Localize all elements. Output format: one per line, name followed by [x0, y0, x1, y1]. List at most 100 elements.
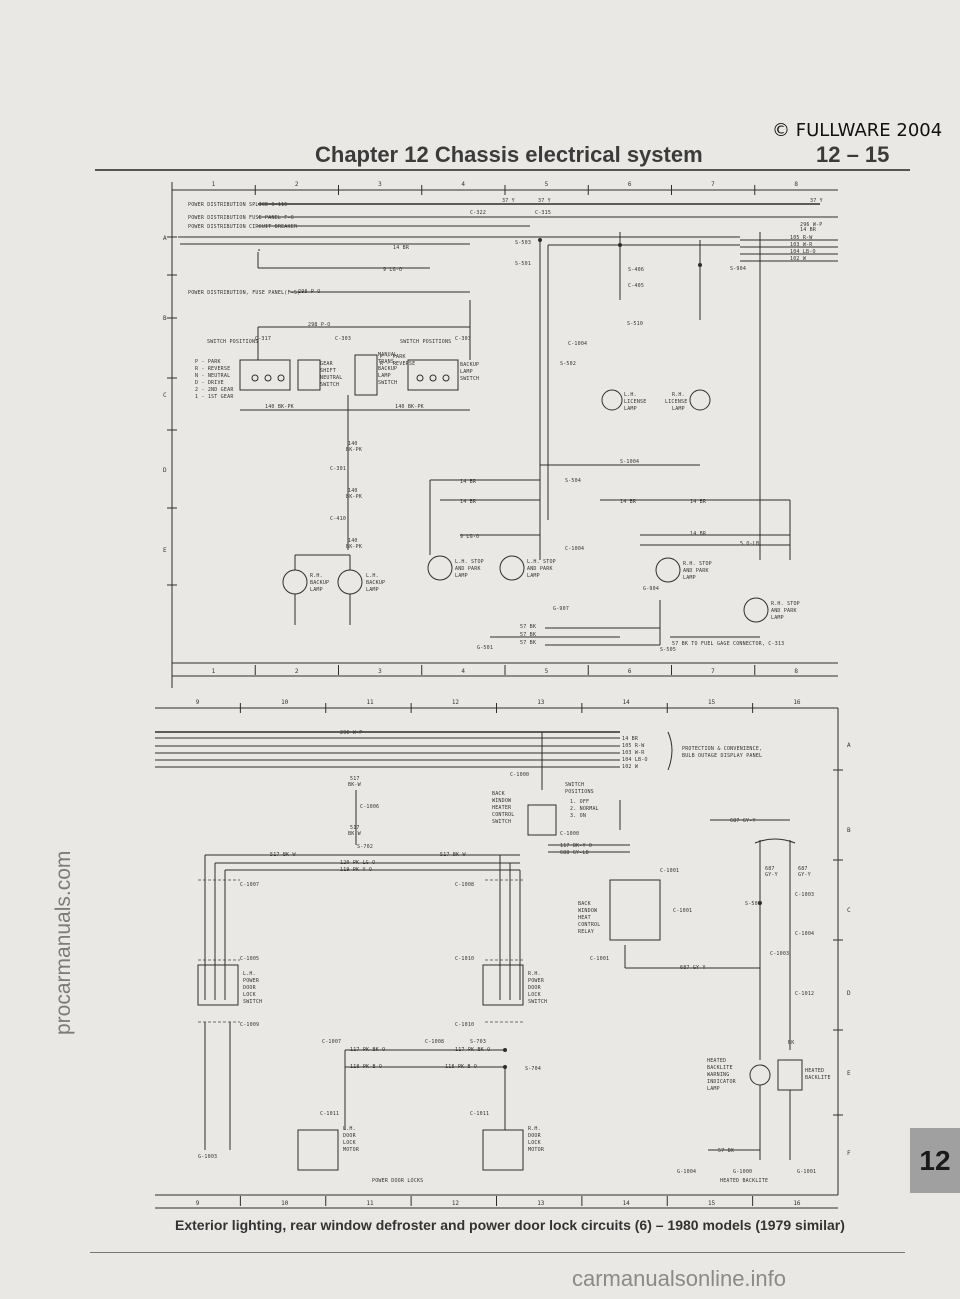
svg-text:BACK: BACK [578, 901, 591, 907]
svg-text:R.H.: R.H. [672, 392, 685, 398]
svg-text:P - PARK: P - PARK [380, 354, 406, 360]
svg-text:C-405: C-405 [628, 283, 644, 289]
svg-text:R - REVERSE: R - REVERSE [380, 361, 415, 367]
svg-text:AND PARK: AND PARK [455, 566, 481, 572]
svg-text:687 GY-Y: 687 GY-Y [680, 965, 706, 971]
svg-text:L.H.: L.H. [624, 392, 637, 398]
svg-text:LAMP: LAMP [366, 587, 379, 593]
svg-text:2 - 2ND GEAR: 2 - 2ND GEAR [195, 387, 234, 393]
source-label-1: POWER DISTRIBUTION SPLICE S-115 [188, 202, 288, 208]
footer-rule [90, 1252, 905, 1253]
svg-text:296 W-P: 296 W-P [340, 730, 362, 736]
svg-text:C-1010: C-1010 [455, 1022, 474, 1028]
svg-text:G-907: G-907 [553, 606, 569, 612]
svg-text:BACKLITE: BACKLITE [707, 1065, 733, 1071]
svg-text:WINDOW: WINDOW [578, 908, 598, 914]
svg-text:L.H. STOP: L.H. STOP [527, 559, 556, 565]
svg-text:P - PARK: P - PARK [195, 359, 221, 365]
svg-text:298 P-O: 298 P-O [308, 322, 330, 328]
svg-text:N - NEUTRAL: N - NEUTRAL [195, 373, 230, 379]
svg-text:GEAR: GEAR [320, 361, 334, 367]
svg-text:1. OFF: 1. OFF [570, 799, 589, 805]
svg-text:HEAT: HEAT [578, 915, 591, 921]
svg-text:C-322: C-322 [470, 210, 486, 216]
svg-text:SHIFT: SHIFT [320, 368, 336, 374]
svg-text:AND PARK: AND PARK [683, 568, 709, 574]
svg-text:R.H. STOP: R.H. STOP [683, 561, 712, 567]
grid-column-label: 3 [378, 181, 382, 188]
grid-column-label: 2 [295, 181, 299, 188]
svg-text:RELAY: RELAY [578, 929, 594, 935]
svg-text:C-1003: C-1003 [795, 892, 814, 898]
svg-text:9 LG-O: 9 LG-O [460, 534, 479, 540]
svg-text:POSITIONS: POSITIONS [565, 789, 594, 795]
svg-text:LICENSE: LICENSE [665, 399, 687, 405]
svg-text:C-1008: C-1008 [455, 882, 474, 888]
grid-column-label: 11 [366, 699, 374, 706]
svg-text:MOTOR: MOTOR [343, 1147, 360, 1153]
grid-column-label: 2 [295, 668, 299, 675]
grid-column-label: 8 [794, 181, 798, 188]
source-label-3: POWER DISTRIBUTION CIRCUIT BREAKER [188, 224, 298, 230]
svg-text:688 GY-LB: 688 GY-LB [560, 850, 589, 856]
svg-text:14 BR: 14 BR [620, 499, 637, 505]
svg-text:57 BK: 57 BK [718, 1148, 734, 1154]
page-number: 12 – 15 [816, 142, 890, 167]
svg-text:C-1012: C-1012 [795, 991, 814, 997]
svg-text:GY-Y: GY-Y [798, 872, 811, 878]
svg-text:SWITCH: SWITCH [320, 382, 339, 388]
svg-text:296 W-P: 296 W-P [800, 222, 822, 228]
svg-text:118 PK-B O: 118 PK-B O [445, 1064, 477, 1070]
svg-text:L.H.: L.H. [343, 1126, 356, 1132]
svg-text:3. ON: 3. ON [570, 813, 586, 819]
svg-text:C-1000: C-1000 [510, 772, 529, 778]
grid-column-label: 4 [461, 181, 465, 188]
svg-text:WARNING: WARNING [707, 1072, 729, 1078]
protection-panel-label-2: BULB OUTAGE DISPLAY PANEL [682, 753, 762, 759]
svg-text:G-1000: G-1000 [733, 1169, 752, 1175]
svg-text:LAMP: LAMP [310, 587, 323, 593]
svg-text:C-1011: C-1011 [470, 1111, 489, 1117]
grid-column-label: 7 [711, 668, 715, 675]
svg-text:S-703: S-703 [470, 1039, 486, 1045]
grid-column-label: 15 [708, 699, 716, 706]
svg-text:2. NORMAL: 2. NORMAL [570, 806, 599, 812]
svg-text:D - DRIVE: D - DRIVE [195, 380, 224, 386]
svg-text:S-502: S-502 [560, 361, 576, 367]
svg-text:MOTOR: MOTOR [528, 1147, 545, 1153]
grid-column-label: 14 [623, 699, 631, 706]
svg-text:G-1003: G-1003 [198, 1154, 217, 1160]
svg-text:SWITCH: SWITCH [528, 999, 547, 1005]
svg-text:102 W: 102 W [622, 764, 639, 770]
chapter-title: Chapter 12 Chassis electrical system [315, 142, 703, 167]
svg-text:105 R-W: 105 R-W [790, 235, 813, 241]
svg-text:INDICATOR: INDICATOR [707, 1079, 737, 1085]
svg-text:S-702: S-702 [357, 844, 373, 850]
svg-text:117 BK-Y O: 117 BK-Y O [560, 843, 592, 849]
svg-text:A: A [163, 235, 167, 242]
svg-text:LAMP: LAMP [378, 373, 391, 379]
grid-column-label: 13 [537, 1200, 545, 1207]
svg-text:103 W-R: 103 W-R [790, 242, 813, 248]
grid-column-label: 9 [196, 1200, 200, 1207]
grid-column-label: 6 [628, 668, 632, 675]
header-rule [95, 169, 910, 171]
grid-column-label: 5 [545, 668, 549, 675]
grid-column-label: 10 [281, 699, 289, 706]
left-switch-title: SWITCH POSITIONS [207, 339, 258, 345]
svg-text:LAMP: LAMP [672, 406, 685, 412]
svg-text:103 W-R: 103 W-R [622, 750, 645, 756]
svg-text:AND PARK: AND PARK [771, 608, 797, 614]
svg-text:S-1004: S-1004 [620, 459, 639, 465]
svg-text:WINDOW: WINDOW [492, 798, 512, 804]
svg-text:C-1000: C-1000 [560, 831, 579, 837]
svg-text:119 PK-Y O: 119 PK-Y O [340, 867, 372, 873]
svg-text:C-1004: C-1004 [568, 341, 587, 347]
svg-text:BACKUP: BACKUP [366, 580, 385, 586]
svg-text:LAMP: LAMP [455, 573, 468, 579]
svg-text:CONTROL: CONTROL [492, 812, 514, 818]
grid-column-label: 12 [452, 1200, 460, 1207]
svg-text:DOOR: DOOR [528, 1133, 542, 1139]
svg-text:140 BK-PK: 140 BK-PK [395, 404, 424, 410]
